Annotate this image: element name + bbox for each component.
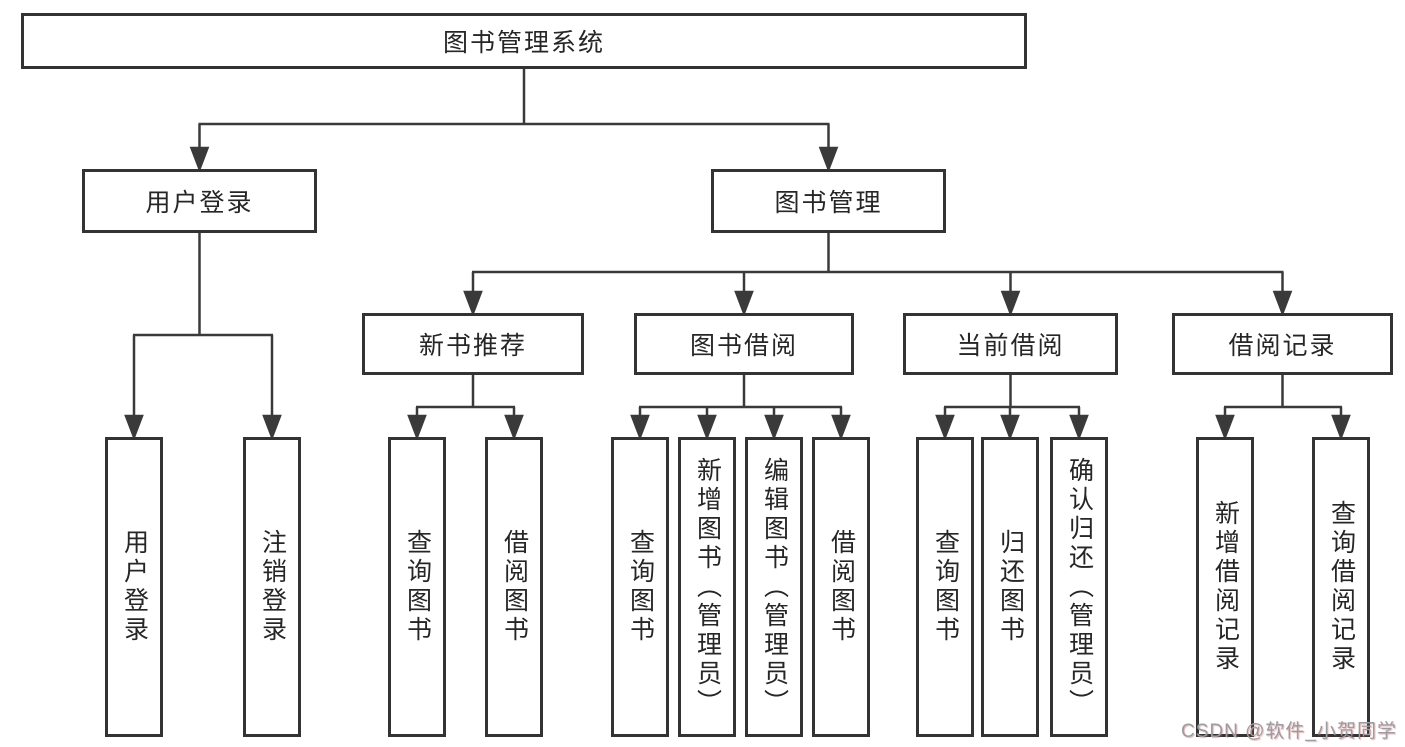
connector-user-login-children bbox=[124, 233, 282, 441]
node-new-book-recommend: 新书推荐 bbox=[362, 313, 584, 375]
leaf-edit-books-admin: 编辑图书（管理员） bbox=[745, 437, 803, 737]
node-user-login: 用户登录 bbox=[82, 169, 317, 233]
connector-new-book-recommend-children bbox=[407, 375, 524, 441]
connector-book-management-children bbox=[463, 233, 1293, 317]
leaf-user-login: 用户登录 bbox=[105, 437, 163, 737]
leaf-confirm-return-admin: 确认归还（管理员） bbox=[1050, 437, 1108, 737]
leaf-query-borrow-record: 查询借阅记录 bbox=[1312, 437, 1370, 737]
node-current-borrow: 当前借阅 bbox=[903, 313, 1118, 375]
node-borrow-record: 借阅记录 bbox=[1172, 313, 1393, 375]
leaf-borrow-books: 借阅图书 bbox=[812, 437, 870, 737]
leaf-add-borrow-record: 新增借阅记录 bbox=[1196, 437, 1254, 737]
connector-current-borrow-children bbox=[935, 375, 1089, 441]
leaf-return-books: 归还图书 bbox=[981, 437, 1039, 737]
connector-root-to-level2 bbox=[189, 69, 839, 173]
leaf-query-books-borrow: 查询图书 bbox=[611, 437, 669, 737]
leaf-borrow-books-recommend: 借阅图书 bbox=[485, 437, 543, 737]
csdn-watermark: CSDN @软件_小贺同学 bbox=[1181, 721, 1397, 742]
node-book-borrow: 图书借阅 bbox=[634, 313, 854, 375]
leaf-logout: 注销登录 bbox=[243, 437, 301, 737]
leaf-add-books-admin: 新增图书（管理员） bbox=[678, 437, 736, 737]
leaf-query-books-recommend: 查询图书 bbox=[388, 437, 446, 737]
node-book-management: 图书管理 bbox=[711, 169, 946, 233]
node-root: 图书管理系统 bbox=[21, 13, 1027, 69]
connector-borrow-record-children bbox=[1215, 375, 1351, 441]
leaf-query-books-current: 查询图书 bbox=[916, 437, 974, 737]
connector-book-borrow-children bbox=[630, 375, 851, 441]
